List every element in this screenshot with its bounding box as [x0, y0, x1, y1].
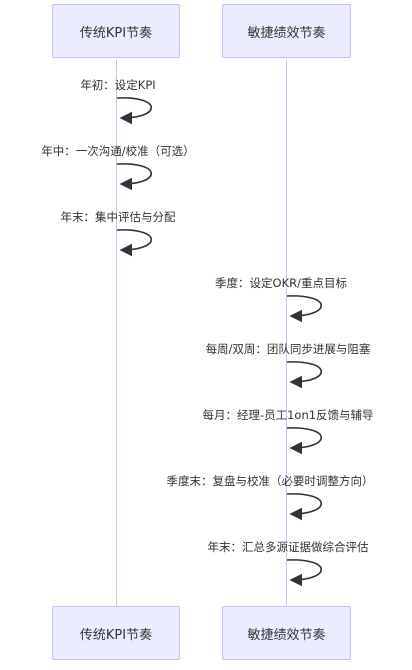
participant-agile-top: 敏捷绩效节奏 — [222, 4, 351, 58]
self-message-arrow-agile-1 — [286, 295, 322, 323]
message-label-agile-1: 季度：设定OKR/重点目标 — [215, 276, 347, 290]
self-message-arrow-agile-5 — [286, 559, 322, 587]
participant-agile-bottom: 敏捷绩效节奏 — [222, 606, 351, 660]
message-label-agile-4: 季度末：复盘与校准（必要时调整方向） — [166, 474, 374, 488]
message-label-agile-3: 每月：经理-员工1on1反馈与辅导 — [202, 408, 374, 422]
message-label-traditional-3: 年末：集中评估与分配 — [60, 210, 176, 224]
self-message-arrow-agile-3 — [286, 427, 322, 455]
message-label-traditional-2: 年中：一次沟通/校准（可选） — [41, 144, 195, 158]
message-label-traditional-1: 年初：设定KPI — [80, 78, 156, 92]
participant-traditional-top: 传统KPI节奏 — [52, 4, 180, 58]
message-label-agile-5: 年末：汇总多源证据做综合评估 — [207, 540, 369, 554]
participant-traditional-bottom: 传统KPI节奏 — [52, 606, 180, 660]
message-label-agile-2: 每周/双周：团队同步进展与阻塞 — [205, 342, 371, 356]
self-message-arrow-traditional-2 — [116, 163, 152, 191]
self-message-arrow-traditional-1 — [116, 97, 152, 125]
lifeline-agile — [286, 60, 287, 606]
self-message-arrow-agile-4 — [286, 493, 322, 521]
self-message-arrow-agile-2 — [286, 361, 322, 389]
lifeline-traditional — [116, 60, 117, 606]
self-message-arrow-traditional-3 — [116, 229, 152, 257]
